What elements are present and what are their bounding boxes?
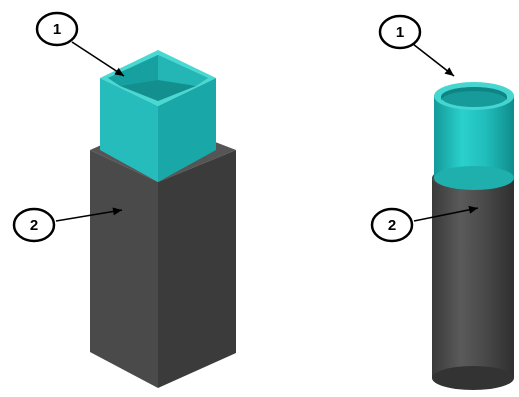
inner-square-tube xyxy=(100,50,216,182)
outer-round-tube xyxy=(432,166,514,390)
callout-right-1: 1 xyxy=(378,14,455,77)
callout-left-1: 1 xyxy=(35,11,125,77)
callout-label: 2 xyxy=(30,217,38,234)
inner-round-tube xyxy=(434,82,514,190)
round-tube-assembly xyxy=(432,82,514,390)
callout-left-2: 2 xyxy=(12,207,123,243)
callout-label: 1 xyxy=(396,24,404,41)
outer-square-tube xyxy=(90,120,236,388)
callout-label: 1 xyxy=(53,21,61,38)
square-tube-assembly xyxy=(90,50,236,388)
callout-label: 2 xyxy=(388,217,396,234)
callout-right-2: 2 xyxy=(370,205,479,243)
